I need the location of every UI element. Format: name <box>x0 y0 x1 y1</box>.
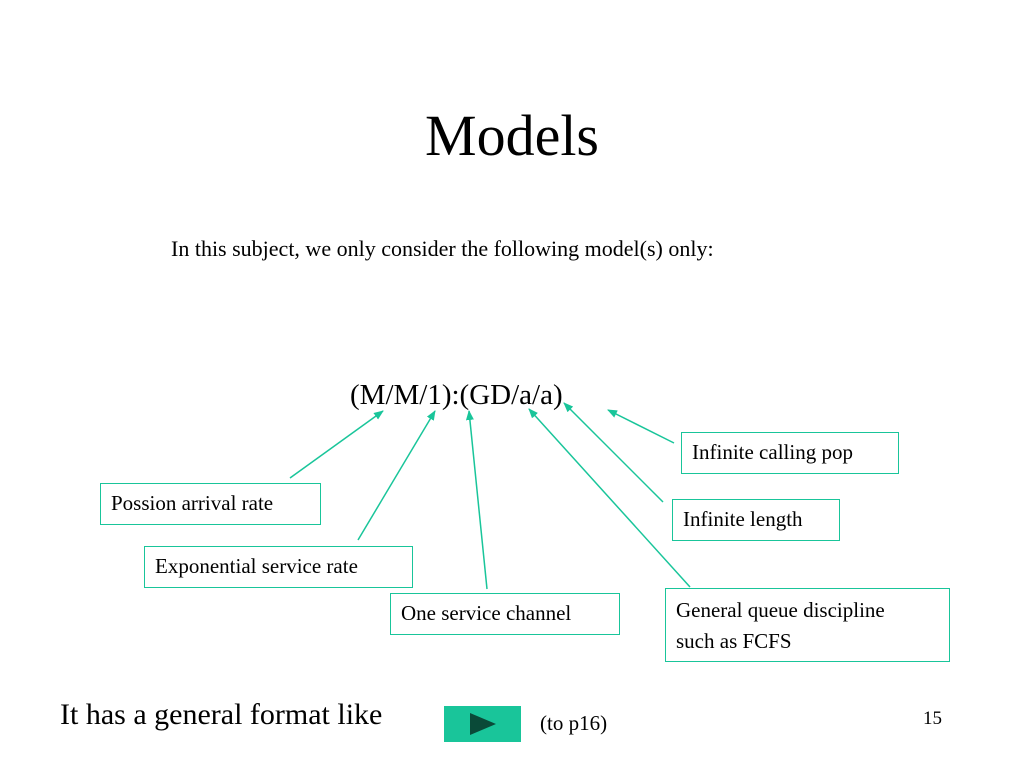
label-exponential-service-rate: Exponential service rate <box>144 546 413 588</box>
label-exponential-text: Exponential service rate <box>155 554 358 578</box>
arrow-possion <box>289 410 384 479</box>
to-page-link[interactable]: (to p16) <box>540 711 608 735</box>
arrow-exponential <box>357 410 436 541</box>
label-general-queue-line2: such as FCFS <box>676 629 792 653</box>
page-number: 15 <box>923 708 942 729</box>
footer-text: It has a general format like <box>60 698 383 731</box>
label-one-channel-text: One service channel <box>401 601 572 625</box>
next-slide-button[interactable] <box>444 706 521 742</box>
label-possion-text: Possion arrival rate <box>111 491 274 515</box>
kendall-notation: (M/M/1):(GD/a/a) <box>350 379 563 411</box>
label-general-queue-discipline: General queue discipline such as FCFS <box>665 588 950 662</box>
slide-title: Models <box>425 103 599 168</box>
arrow-infinite-length <box>563 402 664 503</box>
arrow-one-channel <box>465 410 488 590</box>
label-general-queue-line1: General queue discipline <box>676 598 885 622</box>
label-infinite-calling-pop: Infinite calling pop <box>681 432 899 474</box>
play-triangle-icon <box>470 713 496 735</box>
label-infinite-calling-text: Infinite calling pop <box>692 440 853 464</box>
label-possion-arrival-rate: Possion arrival rate <box>100 483 321 525</box>
label-infinite-length: Infinite length <box>672 499 840 541</box>
arrow-infinite-calling <box>607 409 675 444</box>
intro-text: In this subject, we only consider the fo… <box>171 236 714 261</box>
arrow-general-queue <box>528 408 691 588</box>
label-one-service-channel: One service channel <box>390 593 620 635</box>
label-infinite-length-text: Infinite length <box>683 507 803 531</box>
